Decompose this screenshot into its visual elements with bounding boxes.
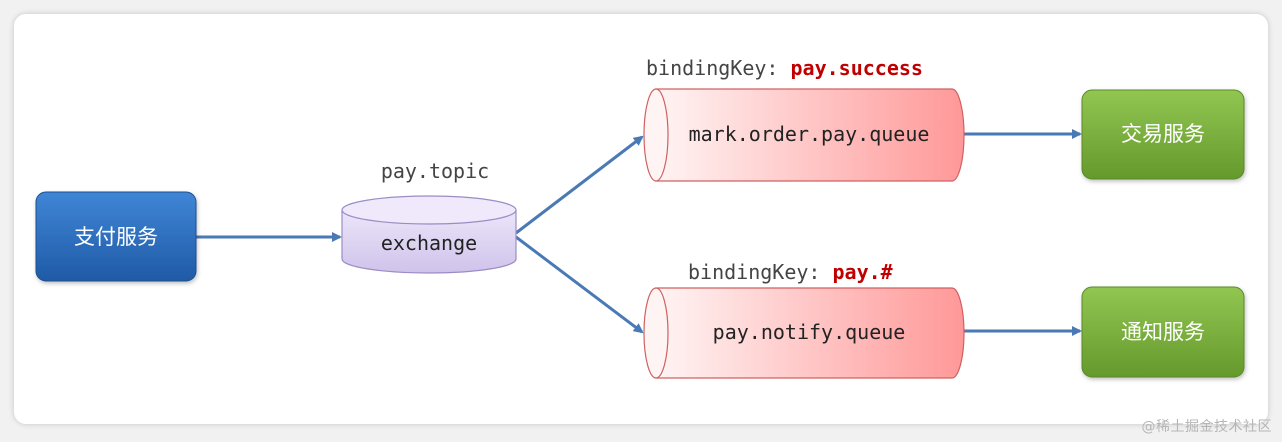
binding-key-1-value: pay.success [791, 56, 923, 80]
queue-label-1: mark.order.pay.queue [689, 122, 930, 146]
producer-node: 支付服务 [35, 191, 197, 282]
queue-label-2: pay.notify.queue [713, 320, 906, 344]
consumer-label-2: 通知服务 [1121, 320, 1205, 344]
consumer-label-1: 交易服务 [1121, 122, 1205, 146]
queue-node-1: mark.order.pay.queue [643, 88, 965, 182]
arrow-exchange-to-queue-1 [515, 135, 644, 235]
arrow-exchange-to-queue-2 [515, 235, 644, 334]
producer-label: 支付服务 [74, 225, 158, 249]
binding-key-1: bindingKey: pay.success [646, 56, 923, 80]
exchange-label: exchange [381, 231, 477, 255]
exchange-node: exchange [341, 195, 517, 274]
binding-key-2: bindingKey: pay.# [688, 260, 893, 284]
consumer-node-2: 通知服务 [1081, 286, 1245, 378]
diagram-canvas [14, 14, 1268, 424]
queue-node-2: pay.notify.queue [643, 287, 965, 379]
watermark: @稀土掘金技术社区 [1141, 419, 1272, 435]
exchange-name: pay.topic [381, 159, 489, 183]
consumer-node-1: 交易服务 [1081, 89, 1245, 180]
binding-key-2-value: pay.# [833, 260, 893, 284]
